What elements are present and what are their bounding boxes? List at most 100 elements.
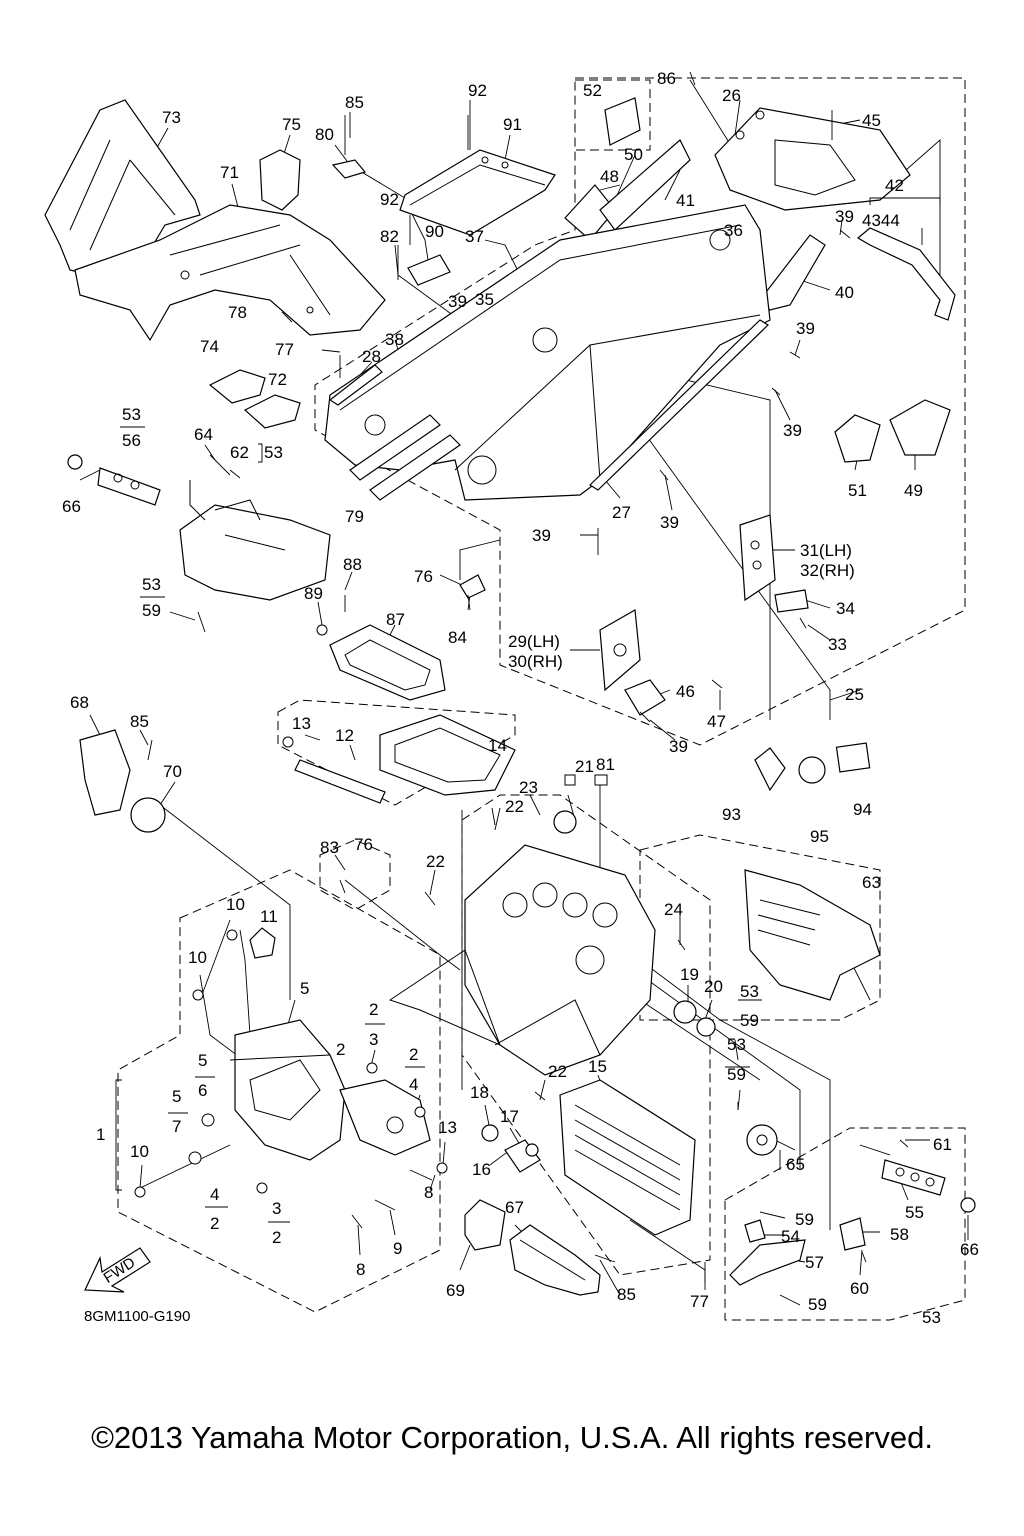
callout-13a: 13 (292, 714, 311, 733)
callout-71: 71 (220, 163, 239, 182)
callout-17: 17 (500, 1107, 519, 1126)
clip-part-89 (316, 624, 328, 636)
leader-line (604, 479, 621, 499)
callout-78: 78 (228, 303, 247, 322)
leader-line (169, 611, 196, 621)
pad-part-74 (208, 369, 266, 404)
leader-line (239, 929, 251, 1036)
leader-line (344, 879, 461, 971)
rivet-part-22a (491, 807, 496, 826)
bolt-part-8b (351, 1214, 363, 1229)
callout-46: 46 (676, 682, 695, 701)
callout-79: 79 (345, 507, 364, 526)
rivet-part-39c (771, 387, 781, 396)
callout-39e: 39 (660, 513, 679, 532)
guard-part-57 (729, 1239, 806, 1286)
front-cowl-part-73 (44, 99, 201, 281)
rivet-part-22b (424, 891, 436, 906)
callout-20: 20 (704, 977, 723, 996)
callout-4b: 4 (210, 1185, 219, 1204)
callout-30: 30(RH) (508, 652, 563, 671)
bracket-part-40 (759, 234, 826, 311)
rivet-part-84 (467, 594, 471, 611)
leader-line (459, 539, 501, 580)
hub-part-65 (746, 1124, 778, 1156)
rivet-part-61 (899, 1139, 909, 1148)
nut-part-13 (282, 736, 294, 748)
callout-87: 87 (386, 610, 405, 629)
bracket-mark-62 (258, 443, 263, 463)
callout-75: 75 (282, 115, 301, 134)
rivet-part-62 (229, 469, 241, 479)
callout-62: 62 (230, 443, 249, 462)
callout-80: 80 (315, 125, 334, 144)
clip-part-80 (331, 159, 367, 179)
seal-part-95 (798, 756, 826, 784)
callout-8b: 8 (356, 1260, 365, 1279)
leader-line (829, 689, 861, 701)
front-frame-assembly (388, 844, 656, 1076)
bar-part-12 (294, 759, 386, 804)
callout-53c: 53 (142, 575, 161, 594)
callout-52: 52 (583, 81, 602, 100)
leader-line (629, 1219, 706, 1290)
callout-68: 68 (70, 693, 89, 712)
callout-23: 23 (519, 778, 538, 797)
leader-line (734, 99, 741, 136)
leader-line (139, 729, 149, 746)
callout-24: 24 (664, 900, 683, 919)
parts (44, 97, 976, 1296)
callout-32: 32(RH) (800, 561, 855, 580)
callout-29: 29(LH) (508, 632, 560, 651)
callout-45: 45 (862, 111, 881, 130)
leader-line (409, 209, 429, 261)
callout-22b: 22 (426, 852, 445, 871)
callout-8a: 8 (424, 1183, 433, 1202)
gusset-part-51 (834, 414, 881, 463)
callout-6: 6 (198, 1081, 207, 1100)
leader-line (704, 999, 713, 1021)
callout-53f: 53 (922, 1308, 941, 1327)
callout-9: 9 (393, 1239, 402, 1258)
callout-57: 57 (805, 1253, 824, 1272)
callout-65: 65 (786, 1155, 805, 1174)
leader-line (139, 1144, 231, 1189)
callout-47: 47 (707, 712, 726, 731)
leader-line (799, 279, 831, 291)
callout-2b: 2 (336, 1040, 345, 1059)
slide-rail-part-27 (589, 319, 769, 491)
leader-line (599, 1259, 621, 1296)
callout-59d: 59 (795, 1210, 814, 1229)
nut-part-21 (564, 774, 576, 786)
bracket-part-46 (624, 679, 666, 716)
gasket-part-93 (754, 747, 786, 792)
callout-86: 86 (657, 69, 676, 88)
callout-82: 82 (380, 227, 399, 246)
callout-37: 37 (465, 227, 484, 246)
callout-4a: 4 (409, 1075, 418, 1094)
callout-26: 26 (722, 86, 741, 105)
callout-2d: 2 (210, 1214, 219, 1233)
leader-line (649, 719, 676, 741)
bracket-part-54 (744, 1219, 766, 1243)
callout-64: 64 (194, 425, 213, 444)
callout-54: 54 (781, 1227, 800, 1246)
callout-66a: 66 (62, 497, 81, 516)
nut-part-13b (436, 1162, 448, 1174)
gusset-part-49 (889, 399, 951, 456)
plate-part-52 (604, 97, 641, 146)
callout-5b: 5 (198, 1051, 207, 1070)
leader-line (774, 389, 791, 421)
callout-56: 56 (122, 431, 141, 450)
callout-91: 91 (503, 115, 522, 134)
callout-22c: 22 (548, 1062, 567, 1081)
leader-line (504, 134, 511, 161)
fraction-marks (115, 197, 941, 1223)
callout-39g: 39 (669, 737, 688, 756)
callout-85b: 85 (130, 712, 149, 731)
bolt-part-33 (799, 617, 807, 629)
bolt-part-81 (594, 774, 608, 786)
rivet-part-83 (339, 879, 346, 894)
bracket-part-58 (839, 1217, 866, 1251)
callout-69: 69 (446, 1281, 465, 1300)
